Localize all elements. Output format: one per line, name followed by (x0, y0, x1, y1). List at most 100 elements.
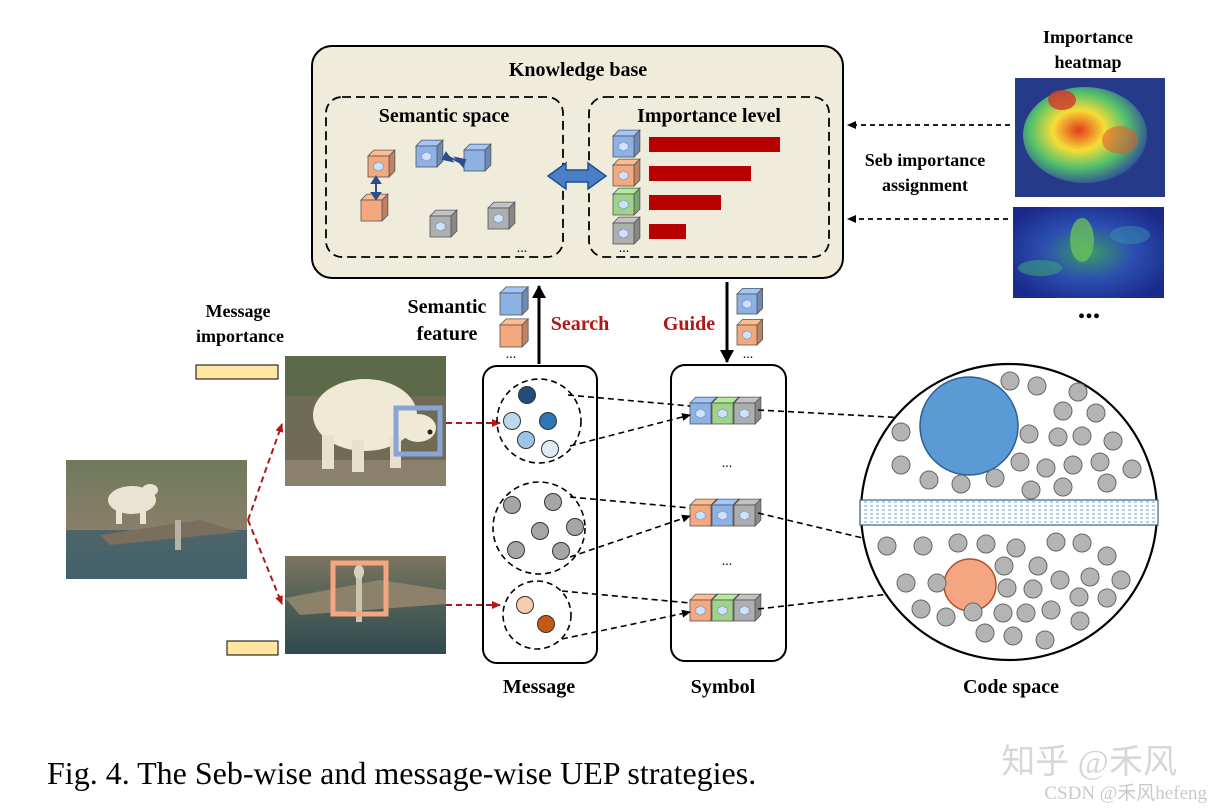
importance-level-ellipsis: ... (619, 241, 630, 256)
codeword-dot (1103, 431, 1123, 451)
codeword-dot (896, 573, 916, 593)
importance-level-title: Importance level (637, 105, 781, 127)
codeword-dot (891, 455, 911, 475)
message-group-gray (492, 481, 586, 575)
symbol-ellipsis-1: ... (722, 456, 733, 471)
importance-bar-blue (649, 137, 780, 152)
symbol-row-0 (689, 396, 762, 425)
message-feature-dot (537, 615, 555, 633)
importance-level-box (588, 96, 830, 258)
codeword-dot (1010, 452, 1030, 472)
code-region-blue (919, 376, 1019, 476)
code-space (859, 362, 1159, 662)
symbol-row-1 (689, 498, 762, 527)
semantic-cube-1 (360, 193, 389, 222)
semantic-space-box (325, 96, 564, 258)
codeword-dot (927, 573, 947, 593)
symbol-label: Symbol (691, 676, 756, 698)
message-group-bird (502, 580, 572, 650)
heatmap-title-line2: heatmap (1055, 52, 1122, 72)
codeword-dot (1046, 532, 1066, 552)
importance-bar-green (649, 195, 721, 210)
symbol-cube-gray (733, 498, 762, 527)
code-space-label: Code space (963, 676, 1059, 698)
heatmap-image-bear (1015, 78, 1165, 197)
heatmap-image-bird (1013, 207, 1164, 298)
codeword-dot (1097, 546, 1117, 566)
guide-ellipsis: ... (743, 347, 754, 362)
message-symbol-links (561, 394, 691, 640)
message-importance-line2: importance (196, 326, 284, 346)
crop-image-bear (285, 356, 446, 486)
codeword-dot (951, 474, 971, 494)
symbol-rows (689, 396, 762, 622)
codeword-dot (1050, 570, 1070, 590)
codeword-dot (913, 536, 933, 556)
watermark-zhihu: 知乎 @禾风 (1001, 743, 1177, 781)
symbol-row-2 (689, 593, 762, 622)
message-feature-dot (516, 596, 534, 614)
codeword-dots (877, 371, 1142, 650)
symbol-ellipsis-2: ... (722, 554, 733, 569)
message-importance-bar-low (226, 640, 279, 656)
codeword-dot (1122, 459, 1142, 479)
message-importance-bar-high (195, 364, 279, 380)
importance-cube-gray (612, 216, 641, 245)
message-feature-dot (539, 412, 557, 430)
semantic-cube-0 (367, 149, 396, 178)
codeword-dot (948, 533, 968, 553)
knowledge-base-title: Knowledge base (509, 59, 647, 81)
guide-cube-blue (736, 287, 764, 315)
message-feature-dot (552, 542, 570, 560)
codeword-dot (1003, 626, 1023, 646)
split-arrow-bear (247, 423, 284, 521)
codeword-dot (891, 422, 911, 442)
symbol-cube-gray (733, 593, 762, 622)
message-feature-dot (544, 493, 562, 511)
codeword-dot (1097, 473, 1117, 493)
codeword-dot (877, 536, 897, 556)
codeword-dot (911, 599, 931, 619)
message-feature-dot (541, 440, 559, 458)
codeword-dot (919, 470, 939, 490)
message-label: Message (503, 676, 575, 698)
codeword-dot (1021, 480, 1041, 500)
codeword-dot (975, 623, 995, 643)
symbol-column (670, 364, 787, 662)
message-feature-dot (531, 522, 549, 540)
semantic-cube-2 (415, 139, 444, 168)
guide-cubes (736, 287, 764, 346)
codeword-dot (1023, 579, 1043, 599)
importance-cube-blue (612, 129, 641, 158)
message-feature-dot (566, 518, 584, 536)
codeword-dot (1111, 570, 1131, 590)
codeword-dot (963, 602, 983, 622)
seb-assignment-line1: Seb importance (865, 150, 986, 170)
codeword-dot (1086, 403, 1106, 423)
split-arrow-bird (247, 519, 283, 605)
semantic-cube-3 (463, 143, 492, 172)
codeword-dot (1028, 556, 1048, 576)
message-feature-dot (503, 412, 521, 430)
codeword-dot (1063, 455, 1083, 475)
message-features (503, 386, 584, 633)
semantic-space-cubes (360, 139, 516, 238)
codeword-dot (1080, 567, 1100, 587)
codeword-dot (1053, 477, 1073, 497)
message-feature-dot (507, 541, 525, 559)
semantic-cube-4 (429, 209, 458, 238)
feature-cube-blue (499, 285, 530, 316)
guide-cube-orange (736, 318, 764, 346)
heatmap-title-line1: Importance (1043, 27, 1133, 47)
codeword-dot (997, 578, 1017, 598)
codeword-dot (1070, 611, 1090, 631)
bidirectional-arrow (546, 161, 608, 191)
crop-image-bird (285, 556, 446, 654)
code-space-separator (859, 499, 1159, 526)
message-column (482, 365, 598, 664)
message-feature-dot (503, 496, 521, 514)
importance-cube-orange (612, 158, 641, 187)
codeword-dot (1006, 538, 1026, 558)
guide-label: Guide (663, 313, 715, 335)
